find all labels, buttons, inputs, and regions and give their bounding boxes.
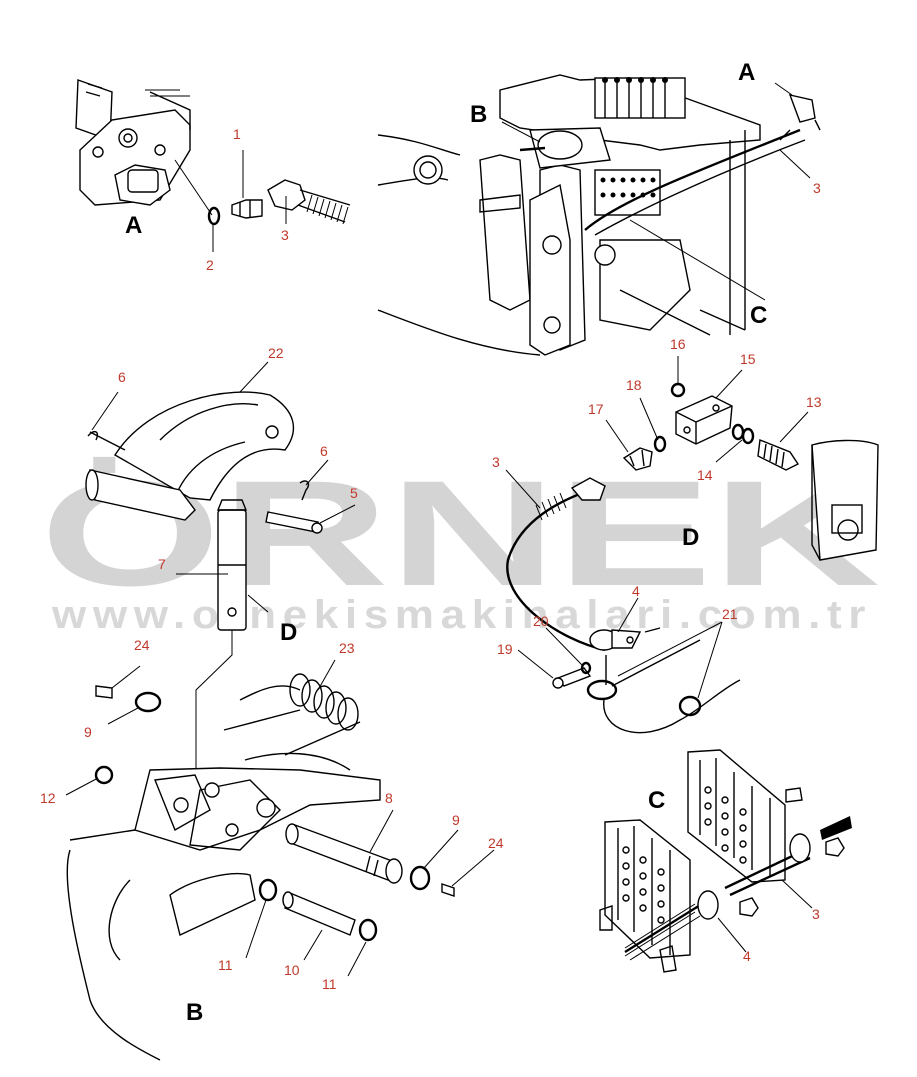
callout-9: 9 bbox=[452, 812, 460, 828]
view-label-b-main: B bbox=[470, 101, 487, 128]
callout-24: 24 bbox=[134, 637, 150, 653]
callout-11: 11 bbox=[322, 976, 337, 992]
view-c-detail: C bbox=[599, 749, 852, 973]
callout-18: 18 bbox=[626, 377, 642, 393]
watermark: ÖRNEK www.ornekismakinalari.com.tr bbox=[40, 449, 880, 637]
callout-4: 4 bbox=[743, 948, 751, 964]
view-label-b: B bbox=[186, 999, 203, 1026]
callout-6: 6 bbox=[320, 443, 328, 459]
callout-7: 7 bbox=[158, 556, 166, 572]
callout-22: 22 bbox=[268, 345, 284, 361]
callout-3: 3 bbox=[813, 180, 821, 196]
view-d-detail: D bbox=[505, 356, 879, 734]
callout-16: 16 bbox=[670, 336, 686, 352]
view-label-a: A bbox=[125, 212, 142, 239]
callout-13: 13 bbox=[806, 394, 822, 410]
callout-14: 14 bbox=[697, 467, 713, 483]
callout-numbers: 1 2 3 3 22 6 6 5 7 16 15 18 17 13 14 3 4… bbox=[40, 126, 822, 992]
callout-6: 6 bbox=[118, 369, 126, 385]
callout-3: 3 bbox=[812, 906, 820, 922]
callout-3: 3 bbox=[281, 227, 289, 243]
callout-10: 10 bbox=[284, 962, 300, 978]
main-assembly-view: B A C bbox=[377, 59, 821, 356]
view-label-d-arrow: D bbox=[280, 619, 297, 646]
callout-12: 12 bbox=[40, 790, 56, 806]
callout-23: 23 bbox=[339, 640, 355, 656]
callout-19: 19 bbox=[497, 641, 513, 657]
view-label-a-arrow: A bbox=[738, 59, 755, 86]
callout-24: 24 bbox=[488, 835, 504, 851]
callout-17: 17 bbox=[588, 401, 604, 417]
view-label-c: C bbox=[648, 787, 665, 814]
view-b-detail: B D bbox=[65, 361, 495, 1061]
callout-3: 3 bbox=[492, 454, 500, 470]
view-a-detail: A bbox=[75, 79, 351, 252]
callout-8: 8 bbox=[385, 790, 393, 806]
callout-2: 2 bbox=[206, 257, 214, 273]
callout-20: 20 bbox=[533, 613, 549, 629]
view-label-c-main: C bbox=[750, 302, 767, 329]
callout-11: 11 bbox=[218, 957, 233, 973]
callout-1: 1 bbox=[233, 126, 241, 142]
callout-15: 15 bbox=[740, 351, 756, 367]
callout-9: 9 bbox=[84, 724, 92, 740]
callout-21: 21 bbox=[722, 606, 738, 622]
view-label-d: D bbox=[682, 524, 699, 551]
callout-4: 4 bbox=[632, 583, 640, 599]
watermark-url: www.ornekismakinalari.com.tr bbox=[51, 593, 872, 637]
callout-5: 5 bbox=[350, 485, 358, 501]
